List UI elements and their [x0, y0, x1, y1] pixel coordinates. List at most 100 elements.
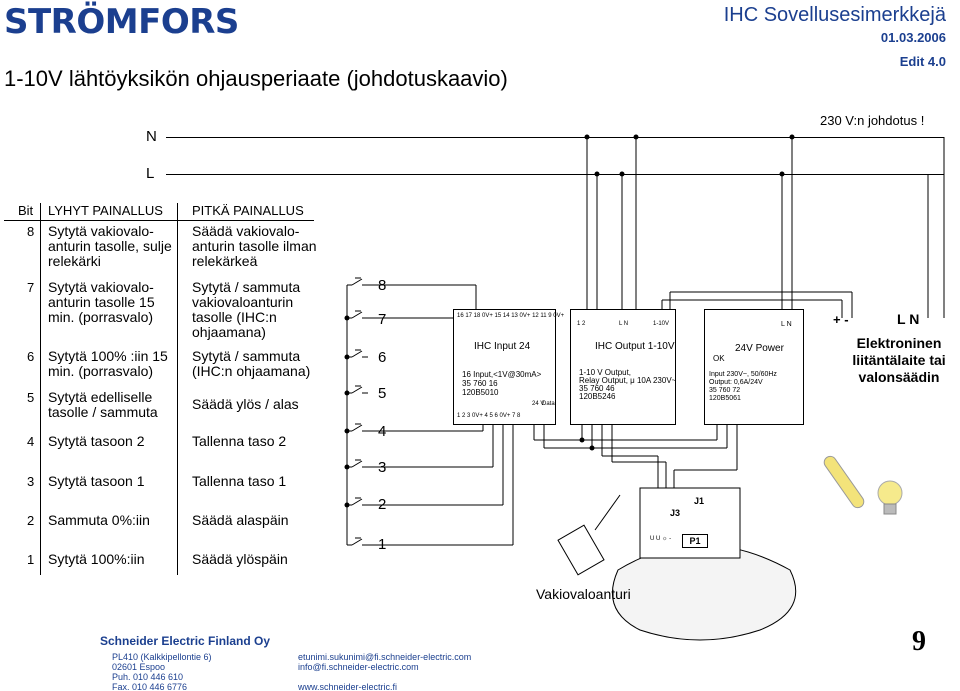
input-side-data: Data [542, 401, 555, 407]
table-divider-bit [40, 203, 41, 575]
remote-tool-icon [557, 494, 621, 576]
light-bulb-icon [877, 480, 903, 515]
switch-3-icon [347, 459, 493, 468]
input-side-24v: 24 V [532, 401, 545, 407]
l-label: L [146, 165, 155, 182]
row-2-long: Säädä alaspäin [192, 512, 289, 528]
bit-4: 4 [27, 434, 35, 449]
input-title: IHC Input 24 [474, 341, 531, 352]
row-7-long: Sytytä / sammuta vakiovaloanturin tasoll… [192, 279, 301, 340]
bit-5: 5 [27, 390, 35, 405]
row-4-short: Sytytä tasoon 2 [48, 433, 145, 449]
switch-label-8: 8 [378, 277, 387, 294]
switch-8-icon [347, 277, 476, 286]
output-spec-3: 35 760 46 [579, 384, 615, 393]
power-spec-4: 120B5061 [709, 395, 741, 402]
ihc-output-module: 1 2 L N 1-10V IHC Output 1-10V 1-10 V Ou… [570, 309, 676, 425]
power-title: 24V Power [735, 343, 784, 354]
document-date: 01.03.2006 [880, 30, 946, 45]
switch-6-icon [347, 349, 368, 358]
output-spec-2: Relay Output, μ 10A 230V~ [579, 376, 677, 385]
bit-1: 1 [27, 552, 35, 567]
wiring-note: 230 V:n johdotus ! [820, 113, 925, 128]
ballast-mains: L N [897, 311, 920, 327]
footer-fax: Fax. 010 446 6776 [112, 682, 188, 691]
row-6-short: Sytytä 100% :iin 15 min. (porrasvalo) [48, 348, 168, 379]
row-2-short: Sammuta 0%:iin [48, 512, 150, 528]
output-terminals-top-left: 1 2 [577, 321, 586, 327]
switch-label-4: 4 [378, 423, 387, 440]
switch-label-7: 7 [378, 311, 387, 328]
bit-7: 7 [27, 280, 35, 295]
sensor-label: Vakiovaloanturi [536, 586, 631, 602]
bit-6: 6 [27, 349, 35, 364]
input-spec-1: 16 Input,<1V@30mA> [462, 370, 542, 379]
power-spec-1: Input 230V~, 50/60Hz [709, 371, 777, 378]
row-6-long: Sytytä / sammuta (IHC:n ohjaamana) [192, 348, 311, 379]
row-8-short: Sytytä vakiovalo-anturin tasolle, sulje … [48, 223, 172, 269]
bit-3: 3 [27, 474, 35, 489]
bit-2: 2 [27, 513, 35, 528]
output-terminals-top-mid: L N [619, 321, 629, 327]
switch-1-icon [347, 537, 513, 546]
footer-phone: Puh. 010 446 610 [112, 672, 184, 682]
row-4-long: Tallenna taso 2 [192, 433, 287, 449]
footer-email-1[interactable]: etunimi.sukunimi@fi.schneider-electric.c… [298, 652, 472, 662]
power-supply-module: L N 24V Power OK Input 230V~, 50/60Hz Ou… [704, 309, 804, 425]
switch-label-5: 5 [378, 385, 387, 402]
footer-address-2: 02601 Espoo [112, 662, 166, 672]
document-edit: Edit 4.0 [899, 54, 946, 69]
sensor-box-icon [639, 487, 741, 559]
switch-4-icon [347, 423, 483, 432]
row-5-short: Sytytä edelliselle tasolle / sammuta [48, 389, 158, 420]
power-terminals-top: L N [781, 321, 792, 328]
input-terminals-top: 16 17 18 0V+ 15 14 13 0V+ 12 11 9 0V+ [457, 313, 565, 319]
ihc-input-module: 16 17 18 0V+ 15 14 13 0V+ 12 11 9 0V+ IH… [453, 309, 564, 425]
sensor-p1: P1 [682, 534, 708, 548]
output-spec-1: 1-10 V Output, [579, 368, 632, 377]
switch-label-2: 2 [378, 496, 387, 513]
power-ok: OK [713, 354, 725, 363]
sensor-j1: J1 [694, 496, 705, 506]
switch-5-icon [347, 385, 368, 394]
switch-label-3: 3 [378, 459, 387, 476]
row-7-short: Sytytä vakiovalo-anturin tasolle 15 min.… [48, 279, 155, 325]
bit-8: 8 [27, 224, 35, 239]
switch-label-6: 6 [378, 349, 387, 366]
row-3-long: Tallenna taso 1 [192, 473, 287, 489]
footer-web[interactable]: www.schneider-electric.fi [298, 682, 398, 691]
l-bus-line [166, 174, 944, 175]
page-number: 9 [912, 626, 926, 657]
output-title: IHC Output 1-10V [595, 341, 675, 352]
row-1-short: Sytytä 100%:iin [48, 551, 145, 567]
n-label: N [146, 128, 157, 145]
table-divider-mid [177, 203, 178, 575]
table-header-rule [4, 220, 314, 221]
output-terminals-top-right: 1-10V [653, 321, 670, 327]
table-header-short: LYHYT PAINALLUS [48, 203, 163, 218]
row-1-long: Säädä ylöspäin [192, 551, 288, 567]
ballast-label: Elektroninen liitäntälaite tai valonsääd… [852, 335, 946, 385]
sensor-dome-icon [611, 544, 797, 641]
power-spec-2: Output: 0,6A/24V [709, 379, 763, 386]
fluorescent-lamp-icon [823, 455, 865, 509]
output-spec-4: 120B5246 [579, 392, 616, 401]
footer-company: Schneider Electric Finland Oy [100, 634, 271, 648]
input-spec-3: 120B5010 [462, 388, 499, 397]
table-header-long: PITKÄ PAINALLUS [192, 203, 304, 218]
footer-email-2[interactable]: info@fi.schneider-electric.com [298, 662, 419, 672]
brand-logo: STRÖMFORS [4, 2, 239, 42]
row-5-long: Säädä ylös / alas [192, 396, 299, 412]
ballast-terminals: + - [833, 312, 849, 327]
table-header-bit: Bit [18, 203, 34, 218]
power-spec-3: 35 760 72 [709, 387, 741, 394]
sensor-j3: J3 [670, 508, 681, 518]
footer-address-1: PL410 (Kalkkipellontie 6) [112, 652, 212, 662]
switch-2-icon [347, 497, 503, 506]
row-8-long: Säädä vakiovalo-anturin tasolle ilman re… [192, 223, 317, 269]
row-3-short: Sytytä tasoon 1 [48, 473, 145, 489]
input-terminals-bottom: 1 2 3 0V+ 4 5 6 0V+ 7 8 [457, 413, 521, 419]
sensor-terminals: U U ☼ - [650, 536, 672, 542]
n-bus-line [166, 137, 944, 138]
